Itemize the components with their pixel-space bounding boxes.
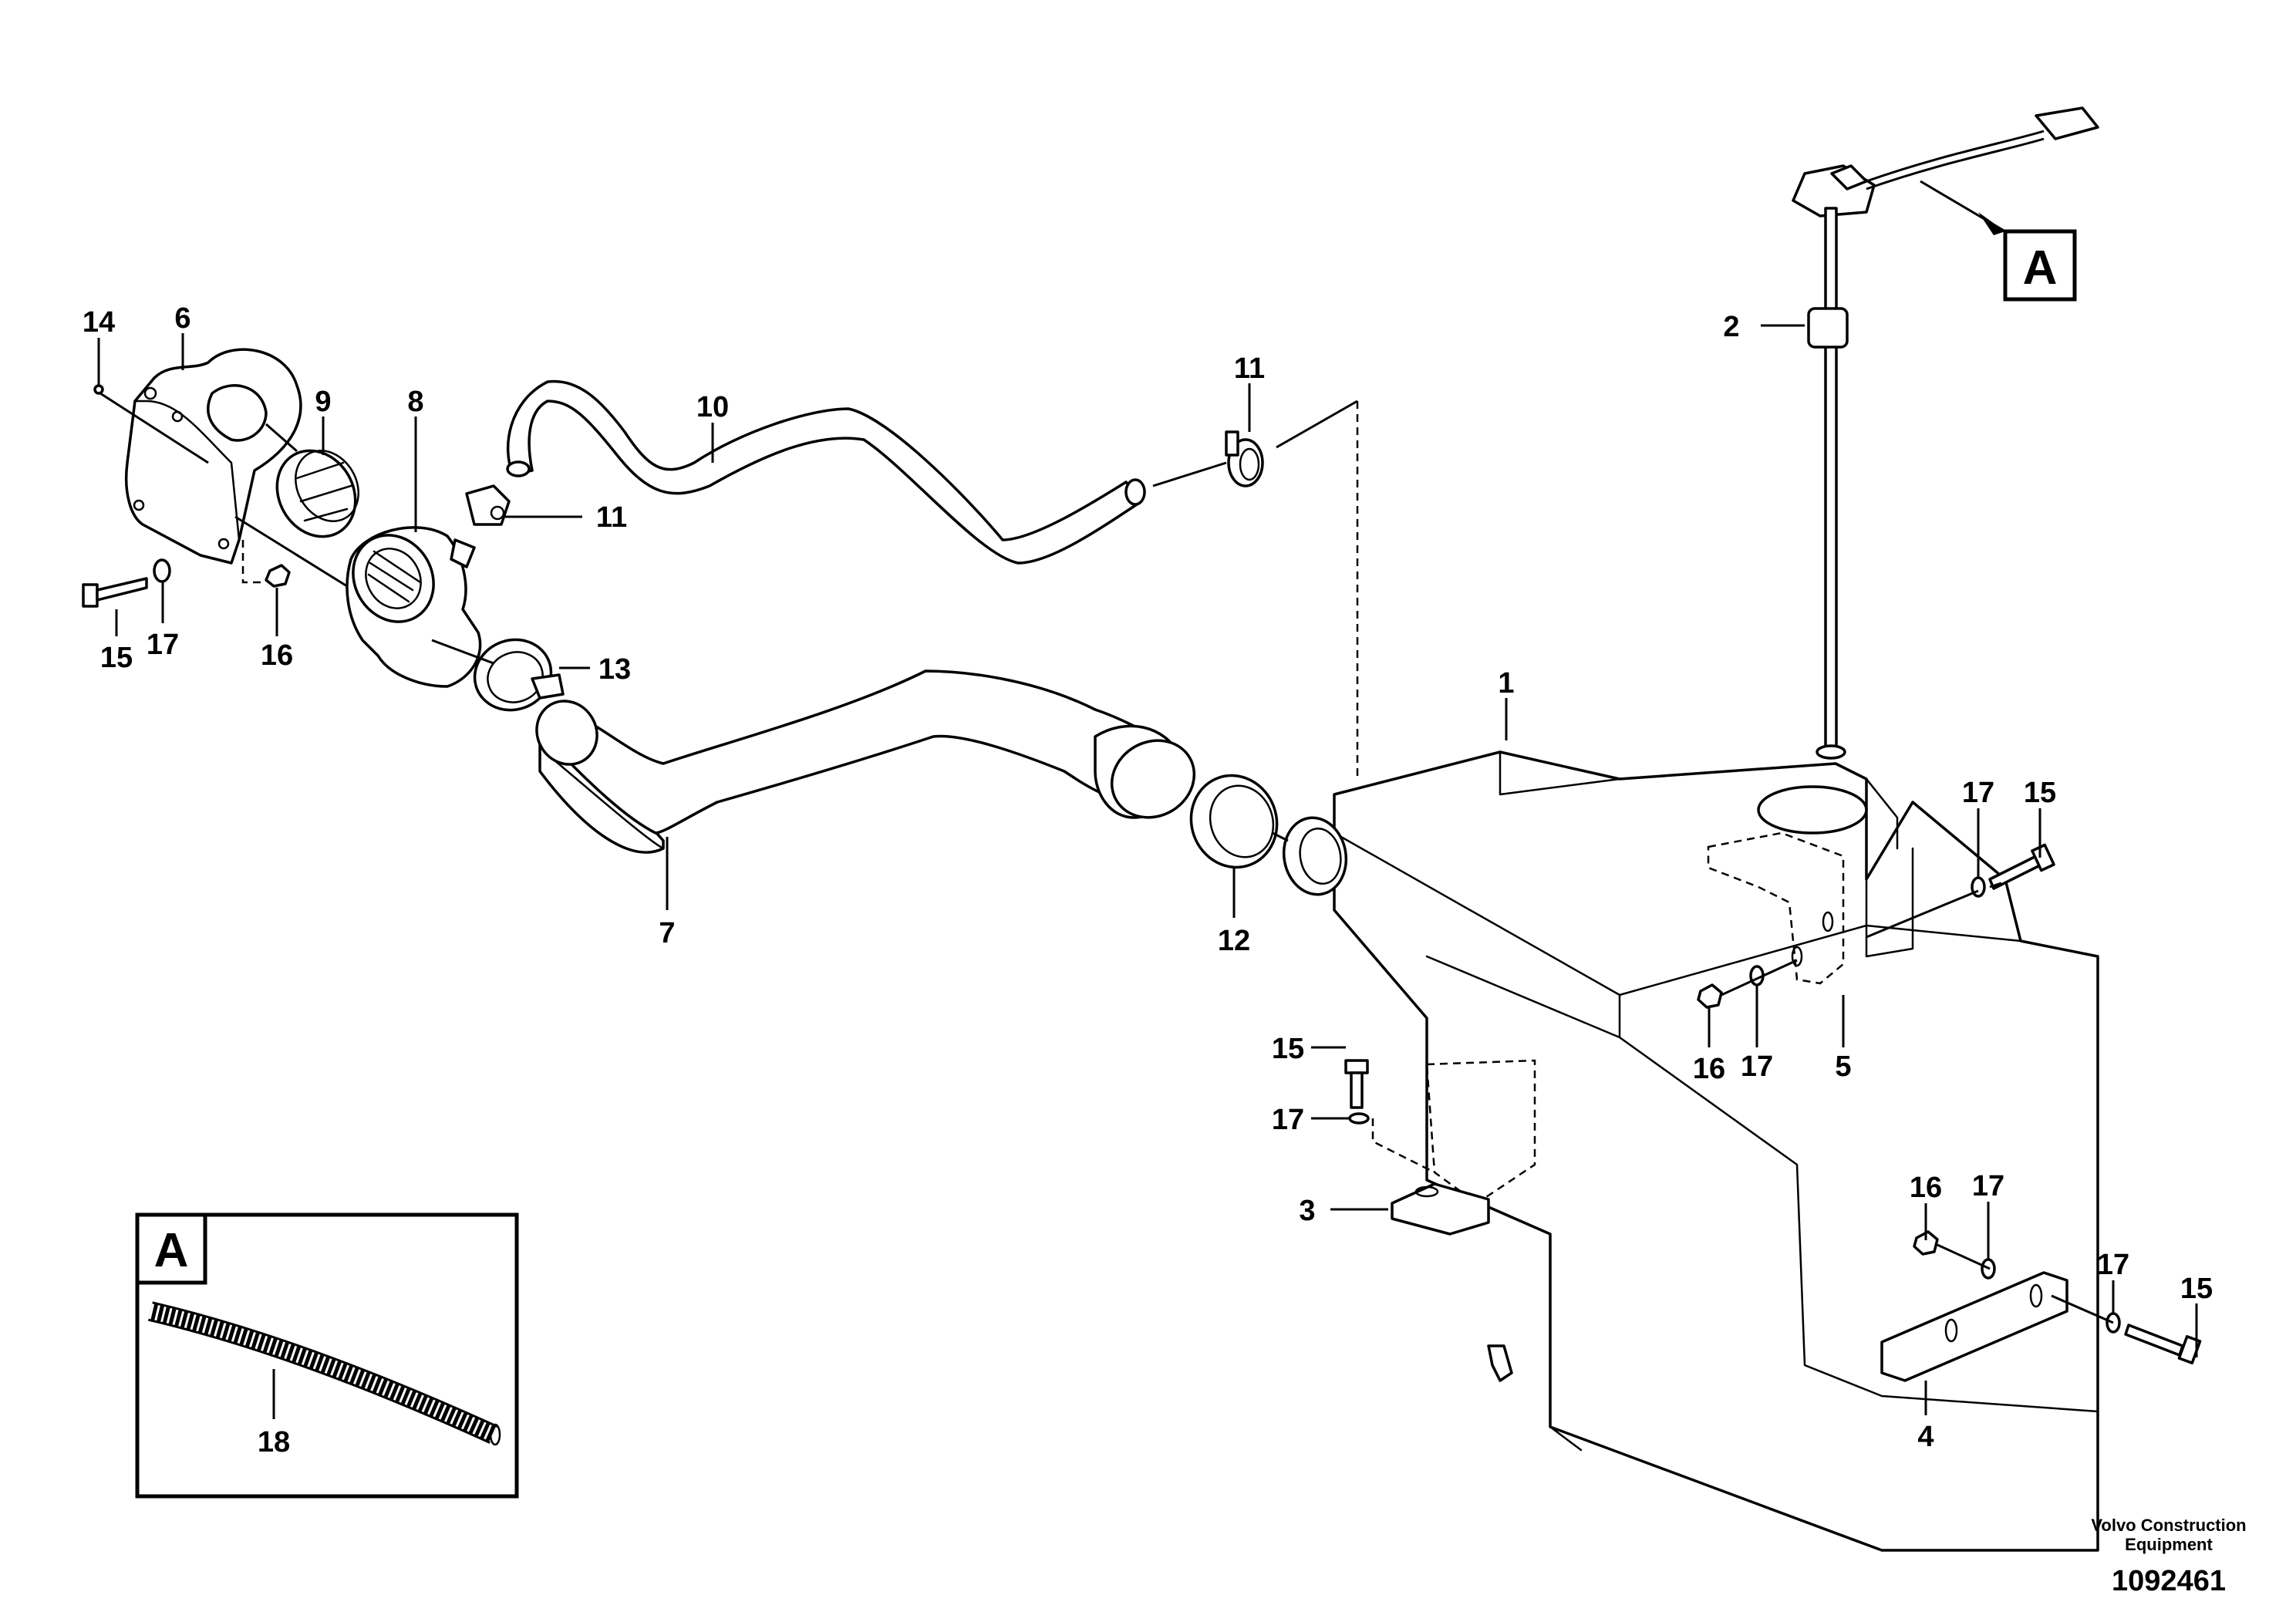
callout-5: 5	[1835, 1050, 1851, 1083]
fuel-tank	[1333, 750, 2099, 1552]
clamp-13	[473, 638, 565, 712]
callout-15-bracket3: 15	[1272, 1033, 1304, 1065]
callout-6: 6	[174, 302, 190, 335]
clamp-12	[1189, 774, 1279, 869]
callout-17-left: 17	[147, 629, 179, 661]
clamp-11-lower	[465, 484, 511, 526]
callout-18: 18	[258, 1426, 290, 1458]
callout-14: 14	[83, 306, 115, 339]
tank-inlet-ring	[1282, 816, 1348, 896]
callout-2: 2	[1723, 311, 1739, 343]
callout-11-lower: 11	[596, 501, 627, 534]
footer-company-line2: Equipment	[2125, 1535, 2213, 1554]
bracket-4	[1880, 1271, 2068, 1382]
detail-a-letter: A	[154, 1224, 189, 1277]
callout-17-bracket3: 17	[1272, 1104, 1304, 1136]
nut-16-mid	[1697, 983, 1723, 1009]
bracket-6	[124, 348, 302, 565]
footer: Volvo Construction Equipment 1092461	[2091, 1516, 2246, 1597]
callout-17-right-top: 17	[1962, 777, 1994, 809]
view-a-reference: A	[1920, 180, 2077, 302]
bolt-15-bracket3	[1344, 1059, 1369, 1109]
filler-cap-9	[275, 449, 359, 538]
washer-17-left	[153, 558, 171, 583]
callout-7: 7	[659, 917, 675, 949]
callout-15-left: 15	[100, 642, 133, 674]
footer-doc-number: 1092461	[2112, 1565, 2226, 1597]
callout-17-lower-left: 17	[1972, 1170, 2004, 1202]
nut-16-left	[265, 564, 291, 588]
callout-11-upper: 11	[1234, 352, 1265, 385]
level-sender-2	[1792, 106, 2099, 760]
washer-17-bracket3	[1348, 1112, 1370, 1125]
callout-12: 12	[1218, 925, 1250, 957]
nut-16-lower	[1913, 1230, 1939, 1256]
callout-16-left: 16	[261, 639, 293, 672]
callout-17-lower-right: 17	[2097, 1249, 2129, 1281]
callout-17-mid: 17	[1741, 1050, 1773, 1083]
callout-10: 10	[696, 391, 729, 423]
bracket-3	[1391, 1059, 1536, 1236]
view-a-letter: A	[2023, 241, 2058, 295]
callout-9: 9	[315, 386, 331, 418]
detail-a-box: A	[135, 1212, 519, 1499]
callout-16-mid: 16	[1693, 1053, 1725, 1085]
bolt-15-right-top	[1988, 843, 2055, 890]
callout-16-lower: 16	[1910, 1172, 1942, 1204]
bolt-15-lower-right	[2124, 1324, 2202, 1364]
hose-7	[535, 669, 1196, 854]
filler-neck-8	[346, 526, 482, 688]
clamp-11-upper	[1225, 430, 1264, 487]
callout-15-right-top: 15	[2024, 777, 2056, 809]
assembly-lines	[99, 392, 2114, 1324]
callout-1: 1	[1498, 667, 1514, 700]
callout-labels: 1 2 3 4 5 6 7 8 9 10 11 11 12 13 14 15 1…	[83, 302, 2213, 1458]
callout-8: 8	[407, 386, 423, 418]
leader-lines	[97, 324, 2198, 1419]
callout-13: 13	[598, 653, 631, 686]
footer-company-line1: Volvo Construction	[2091, 1516, 2246, 1535]
bolt-15-left	[82, 577, 148, 608]
bracket-5	[1707, 831, 1845, 985]
callout-3: 3	[1299, 1195, 1315, 1227]
callout-15-lower-right: 15	[2180, 1273, 2213, 1305]
callout-4: 4	[1917, 1421, 1934, 1453]
screw-14	[93, 384, 104, 395]
hose-10	[506, 379, 1146, 565]
